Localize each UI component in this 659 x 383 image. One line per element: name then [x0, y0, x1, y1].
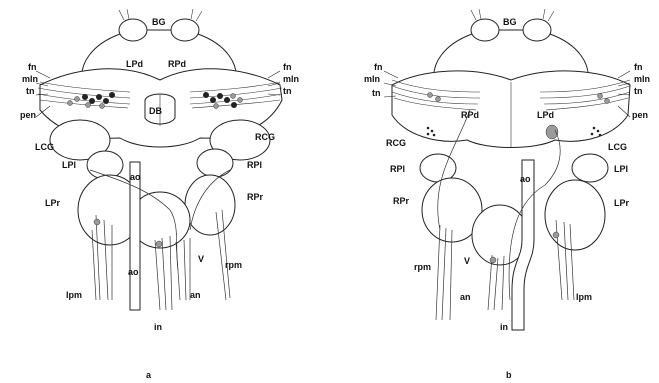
- buccal-ganglion-right: [171, 19, 199, 41]
- label-lcg-a: LCG: [35, 142, 54, 152]
- label-tn-left-a: tn: [26, 86, 35, 96]
- label-lpd-a: LPd: [126, 59, 143, 69]
- label-an-a: an: [190, 290, 201, 300]
- label-fn-right-b: fn: [634, 62, 643, 72]
- aorta-a: [130, 162, 140, 310]
- label-fn-left-a: fn: [28, 62, 37, 72]
- label-ao-top-a: ao: [130, 172, 141, 182]
- label-lpr-a: LPr: [45, 198, 61, 208]
- label-rpm-a: rpm: [225, 260, 242, 270]
- label-lpm-b: lpm: [576, 292, 592, 302]
- right-pleural-ganglion-a: [197, 149, 233, 177]
- panel-a: BG LPd RPd DB fn mln tn fn mln tn pen LC…: [20, 9, 299, 380]
- label-lpr-b: LPr: [614, 198, 630, 208]
- label-rpm-b: rpm: [414, 262, 431, 272]
- label-an-b: an: [460, 292, 471, 302]
- label-rpr-a: RPr: [247, 192, 264, 202]
- panel-caption-b: b: [506, 370, 512, 380]
- label-db-a: DB: [149, 106, 162, 116]
- label-ao-b: ao: [520, 174, 531, 184]
- label-rpl-b: RPl: [390, 164, 405, 174]
- label-rpl-a: RPl: [247, 160, 262, 170]
- buccal-ganglion-right-b: [523, 19, 551, 41]
- label-mln-left-b: mln: [364, 74, 380, 84]
- label-pen-a: pen: [20, 110, 36, 120]
- label-rpd-a: RPd: [168, 59, 186, 69]
- label-ao-bottom-a: ao: [128, 267, 139, 277]
- label-rpd-b: RPd: [461, 110, 479, 120]
- label-lpm-a: lpm: [66, 290, 82, 300]
- right-pedal-ganglion-a: [185, 175, 235, 235]
- label-rcg-a: RCG: [255, 132, 275, 142]
- label-fn-left-b: fn: [374, 62, 383, 72]
- label-lpd-b: LPd: [537, 110, 554, 120]
- label-lcg-b: LCG: [608, 142, 627, 152]
- left-pedal-ganglion-b: [545, 180, 605, 250]
- label-tn-right-a: tn: [283, 86, 292, 96]
- label-in-a: in: [154, 322, 162, 332]
- panel-caption-a: a: [146, 370, 152, 380]
- label-tn-right-b: tn: [634, 86, 643, 96]
- label-tn-left-b: tn: [372, 88, 381, 98]
- label-mln-left-a: mln: [22, 74, 38, 84]
- left-pleural-ganglion-b: [572, 154, 608, 182]
- label-lpl-b: LPl: [614, 164, 628, 174]
- label-lpl-a: LPl: [62, 160, 76, 170]
- label-v-a: V: [198, 254, 204, 264]
- label-mln-right-b: mln: [634, 74, 650, 84]
- label-fn-right-a: fn: [283, 62, 292, 72]
- label-in-b: in: [500, 322, 508, 332]
- label-bg-a: BG: [152, 17, 166, 27]
- label-bg-b: BG: [503, 17, 517, 27]
- label-rcg-b: RCG: [386, 138, 406, 148]
- buccal-ganglion-left: [119, 19, 147, 41]
- label-mln-right-a: mln: [283, 74, 299, 84]
- panel-b: BG RPd LPd fn mln tn fn mln tn pen RCG L…: [364, 9, 650, 380]
- label-pen-b: pen: [632, 110, 648, 120]
- buccal-ganglion-left-b: [471, 19, 499, 41]
- label-rpr-b: RPr: [393, 196, 410, 206]
- label-v-b: V: [464, 256, 470, 266]
